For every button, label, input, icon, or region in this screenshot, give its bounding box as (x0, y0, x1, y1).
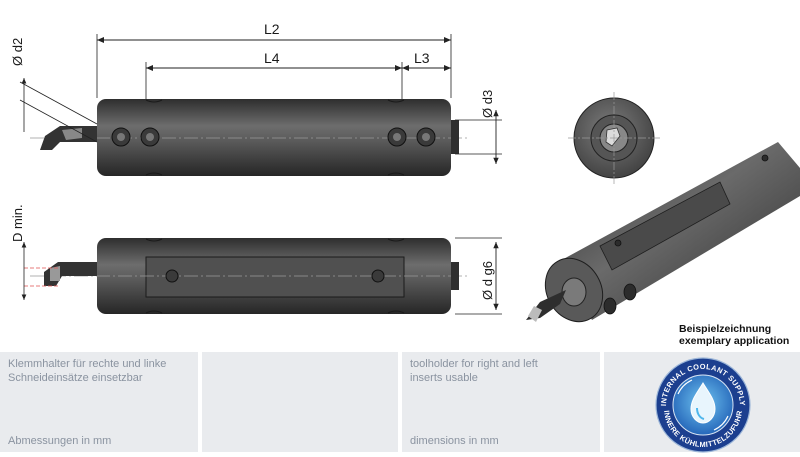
panel-english: toolholder for right and left inserts us… (402, 352, 600, 452)
coolant-badge: INTERNAL COOLANT SUPPLY INNERE KÜHLMITTE… (655, 357, 751, 453)
technical-drawing: L2 L4 L3 Ø d2 Ø d3 (10, 21, 800, 323)
caption-english: exemplary application (679, 335, 790, 347)
dim-l2-label: L2 (264, 21, 280, 37)
example-caption: Beispielzeichnung exemplary application (679, 323, 789, 347)
caption-german: Beispielzeichnung (679, 323, 772, 335)
dim-l3-label: L3 (414, 50, 430, 66)
panel-german-line2: Schneideinsätze einsetzbar (8, 372, 143, 384)
dim-dmin-label: D min. (10, 204, 25, 242)
panel-german: Klemmhalter für rechte und linke Schneid… (0, 352, 198, 452)
panel-english-line1: toolholder for right and left (410, 358, 538, 370)
panel-english-line2: inserts usable (410, 372, 478, 384)
dim-d2-label: Ø d2 (10, 38, 25, 66)
panel-empty (202, 352, 398, 452)
water-drop-icon (690, 382, 716, 424)
isometric-view (526, 142, 800, 323)
panel-english-footer: dimensions in mm (410, 435, 499, 447)
dim-d3-label: Ø d3 (480, 90, 495, 118)
dim-dg6-label: Ø d g6 (480, 261, 495, 300)
panel-german-line1: Klemmhalter für rechte und linke (8, 358, 167, 370)
side-view: D min. Ø d g6 (10, 204, 502, 315)
dim-l4-label: L4 (264, 50, 280, 66)
panel-german-footer: Abmessungen in mm (8, 435, 112, 447)
end-view (568, 92, 660, 184)
top-view: L2 L4 L3 Ø d2 Ø d3 (10, 21, 502, 176)
